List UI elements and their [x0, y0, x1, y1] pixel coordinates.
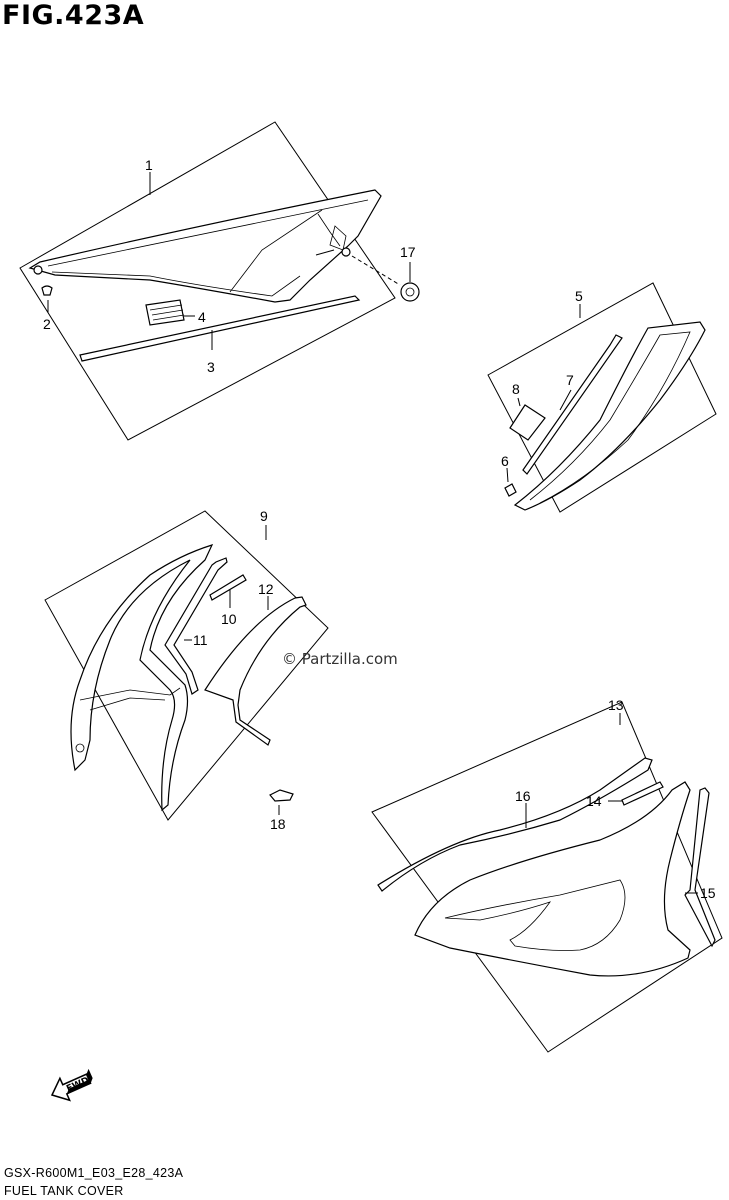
callout-15[interactable]: 15	[700, 885, 716, 901]
callout-4[interactable]: 4	[198, 309, 206, 325]
callout-8[interactable]: 8	[512, 381, 520, 397]
callout-14[interactable]: 14	[586, 793, 602, 809]
group-5-box	[487, 282, 717, 513]
callout-18[interactable]: 18	[270, 816, 286, 832]
callout-12[interactable]: 12	[258, 581, 274, 597]
callout-13[interactable]: 13	[608, 697, 624, 713]
part-3-trim-strip[interactable]	[79, 295, 361, 362]
part-13-side-panel[interactable]	[414, 781, 691, 977]
part-17-grommet[interactable]	[351, 255, 420, 302]
watermark: © Partzilla.com	[282, 650, 398, 668]
figure-caption: FUEL TANK COVER	[4, 1184, 124, 1198]
group-13-box	[371, 701, 723, 1053]
callout-3[interactable]: 3	[207, 359, 215, 375]
leaders-group-9	[184, 525, 280, 815]
callout-2[interactable]: 2	[43, 316, 51, 332]
part-5-cover-panel[interactable]	[513, 321, 706, 511]
part-18-clip[interactable]	[269, 789, 294, 802]
part-10-trim[interactable]	[209, 574, 247, 601]
callout-11[interactable]: 11	[193, 632, 208, 648]
leaders-group-13	[525, 713, 698, 894]
part-2-clip[interactable]	[41, 285, 53, 296]
callout-1[interactable]: 1	[145, 157, 153, 173]
leaders-group-1	[47, 172, 411, 350]
part-14-trim[interactable]	[621, 781, 664, 806]
part-1-side-cover[interactable]	[28, 189, 382, 303]
callout-9[interactable]: 9	[260, 508, 268, 524]
part-7-trim-strip[interactable]	[522, 334, 623, 475]
part-12-trim[interactable]	[204, 596, 307, 746]
leaders-group-5	[506, 304, 581, 483]
part-15-trim[interactable]	[684, 787, 716, 948]
part-11-trim[interactable]	[164, 557, 228, 695]
fwd-label: FWD	[65, 1076, 91, 1095]
part-8-pad[interactable]	[509, 404, 546, 441]
part-9-side-panel[interactable]	[70, 544, 214, 812]
part-16-trim[interactable]	[377, 757, 653, 892]
callout-17[interactable]: 17	[400, 244, 416, 260]
callout-6[interactable]: 6	[501, 453, 509, 469]
callout-10[interactable]: 10	[221, 611, 237, 627]
group-1-box	[19, 121, 396, 441]
group-9-box	[44, 510, 329, 821]
model-code: GSX-R600M1_E03_E28_423A	[4, 1166, 184, 1180]
callout-5[interactable]: 5	[575, 288, 583, 304]
figure-title: FIG.423A	[2, 0, 145, 31]
part-4-mesh-pad[interactable]	[145, 299, 185, 326]
part-6-clip[interactable]	[504, 483, 517, 497]
callout-7[interactable]: 7	[566, 372, 574, 388]
fwd-arrow-icon: FWD	[50, 1068, 93, 1102]
callout-16[interactable]: 16	[515, 788, 531, 804]
